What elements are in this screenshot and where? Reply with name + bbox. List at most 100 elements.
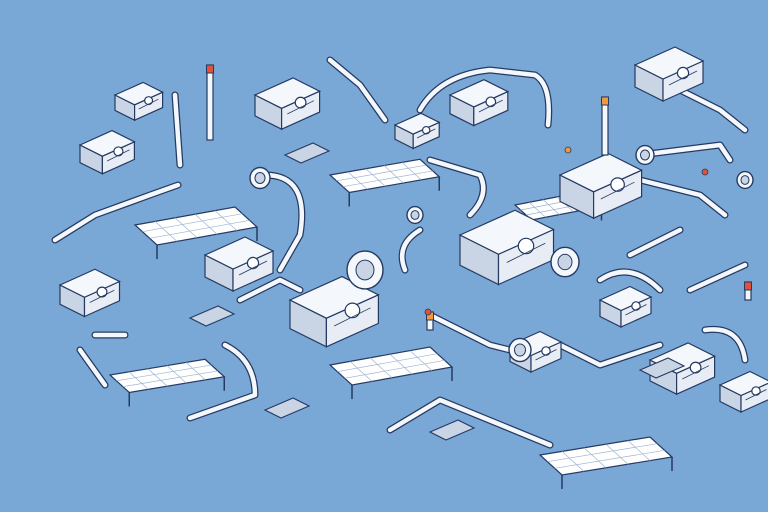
pole-shaft — [206, 64, 214, 141]
machine-detail-line — [107, 149, 130, 162]
pipe-run — [637, 142, 733, 163]
machine-detail-line — [416, 128, 436, 139]
motor — [550, 246, 580, 278]
pipe-run — [172, 92, 183, 168]
console-group — [188, 142, 686, 441]
panel-grid-line — [174, 217, 198, 239]
panel-grid-line — [344, 359, 445, 379]
panel-grid-line — [337, 353, 438, 373]
pipe-run — [77, 347, 108, 388]
machine-detail-line — [89, 289, 115, 303]
panel-grid-line — [389, 353, 413, 375]
panel-grid-line — [369, 357, 393, 379]
floor-console — [263, 397, 311, 419]
panel-grid-line — [166, 365, 187, 384]
machine — [113, 81, 164, 122]
machine — [203, 236, 275, 292]
motor — [508, 337, 532, 363]
motor-hub — [355, 259, 375, 281]
pole-cap — [601, 96, 609, 106]
indicator-pole — [744, 281, 752, 301]
panel-grid-line — [336, 164, 427, 182]
pipe-run — [417, 67, 551, 128]
panel-grid-line — [605, 443, 629, 465]
machine-detail-line — [535, 349, 557, 361]
solar-panel — [538, 436, 674, 489]
machine-gauge — [541, 346, 551, 356]
motor-hub — [740, 175, 750, 185]
pipe-run — [637, 177, 728, 218]
pipe-run — [557, 342, 663, 368]
machine-detail-line — [478, 99, 503, 113]
machine — [718, 370, 768, 413]
machine-detail-line — [287, 100, 315, 115]
pipe-run — [427, 312, 513, 353]
pipe-run — [327, 57, 388, 123]
solar-panel — [328, 346, 454, 399]
pipe-run — [687, 262, 748, 293]
solar-panel — [133, 206, 259, 259]
motor — [736, 170, 754, 190]
floor-console — [188, 305, 236, 327]
machine-detail-line — [138, 98, 159, 110]
machine-top — [203, 236, 275, 270]
panel-grid-line — [154, 221, 178, 242]
machine-gauge — [676, 66, 690, 80]
panel-grid-line — [365, 168, 386, 187]
motor — [346, 250, 384, 290]
machine-gauge — [344, 302, 361, 319]
pipe-run — [427, 157, 486, 218]
panel-grid-line — [554, 449, 665, 469]
pipe-run — [702, 327, 748, 363]
panel-grid-line — [342, 170, 433, 188]
panel-grid-line — [128, 371, 149, 390]
machine-detail-line — [745, 389, 767, 401]
solar-panel — [108, 358, 226, 407]
machine-gauge — [113, 146, 124, 157]
machine-top — [113, 81, 164, 106]
panel-grid-line — [627, 440, 651, 461]
machine-top — [558, 152, 643, 193]
panel-grid-line — [185, 362, 206, 381]
panel-grid-line — [194, 213, 218, 235]
pole-cap — [206, 64, 214, 74]
panel-grid-line — [583, 447, 607, 469]
motor — [406, 205, 424, 225]
indicator-pole — [601, 96, 609, 156]
panel-grid-line — [349, 361, 373, 382]
machine-gauge — [246, 256, 260, 270]
machine-gauge — [144, 96, 154, 106]
panel-grid-line — [409, 350, 433, 371]
pipe-run — [52, 182, 181, 243]
pole-shaft — [601, 96, 609, 156]
machine — [558, 152, 643, 220]
indicator-light — [701, 168, 709, 176]
machine-gauge — [517, 237, 535, 255]
machine-top — [58, 268, 121, 298]
pole-cap — [744, 281, 752, 291]
machine-top — [78, 129, 136, 157]
machine-top — [393, 112, 441, 135]
motor-hub — [254, 172, 266, 184]
panel-grid-line — [542, 199, 560, 215]
machine — [598, 285, 653, 328]
floor-console — [638, 357, 686, 379]
panel-grid-line — [122, 370, 218, 388]
panel-grid-line — [561, 451, 585, 472]
machine-gauge — [421, 125, 431, 135]
machine-top — [633, 46, 705, 80]
pipe-run — [237, 277, 303, 303]
panel-grid-line — [547, 443, 658, 463]
machine-gauge — [631, 301, 641, 311]
machine-gauge — [485, 96, 497, 108]
panel-grid-line — [116, 364, 212, 382]
motor-hub — [410, 210, 420, 220]
motor-hub — [514, 343, 526, 357]
motor — [635, 144, 655, 166]
machine-detail-line — [682, 365, 710, 380]
machine-detail-line — [334, 307, 371, 327]
machine-gauge — [689, 361, 702, 374]
machine-gauge — [610, 177, 625, 192]
